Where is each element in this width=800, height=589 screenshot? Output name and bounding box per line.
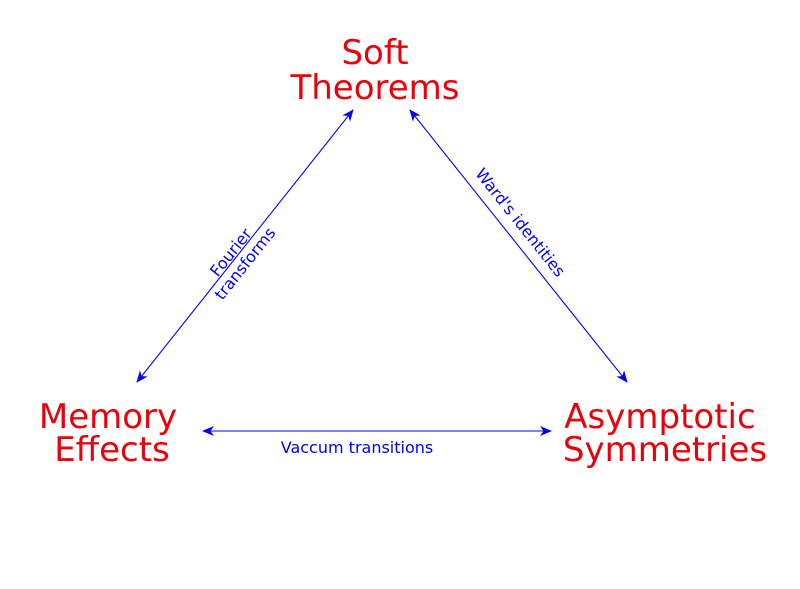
- edge-wards-identities: Ward's identities: [409, 109, 628, 383]
- node-soft-theorems: Soft Theorems: [289, 33, 459, 108]
- node-memory-effects: Memory Effects: [39, 397, 177, 470]
- edge-vacuum-transitions: Vaccum transitions: [202, 426, 552, 457]
- edge-wards-label: Ward's identities: [471, 165, 569, 281]
- edge-fourier-arrow: [136, 109, 354, 383]
- edge-vacuum-label: Vaccum transitions: [281, 438, 433, 457]
- node-memory-effects-line2: Effects: [54, 430, 170, 470]
- node-asymptotic-symmetries-line1: Asymptotic: [564, 397, 755, 437]
- edge-wards-arrow: [409, 109, 628, 383]
- node-soft-theorems-line1: Soft: [341, 33, 408, 73]
- edge-fourier-transforms: Fourier transforms: [136, 109, 354, 383]
- node-asymptotic-symmetries: Asymptotic Symmetries: [563, 397, 767, 470]
- node-memory-effects-line1: Memory: [39, 397, 177, 437]
- node-asymptotic-symmetries-line2: Symmetries: [563, 430, 767, 470]
- node-soft-theorems-line2: Theorems: [289, 68, 459, 108]
